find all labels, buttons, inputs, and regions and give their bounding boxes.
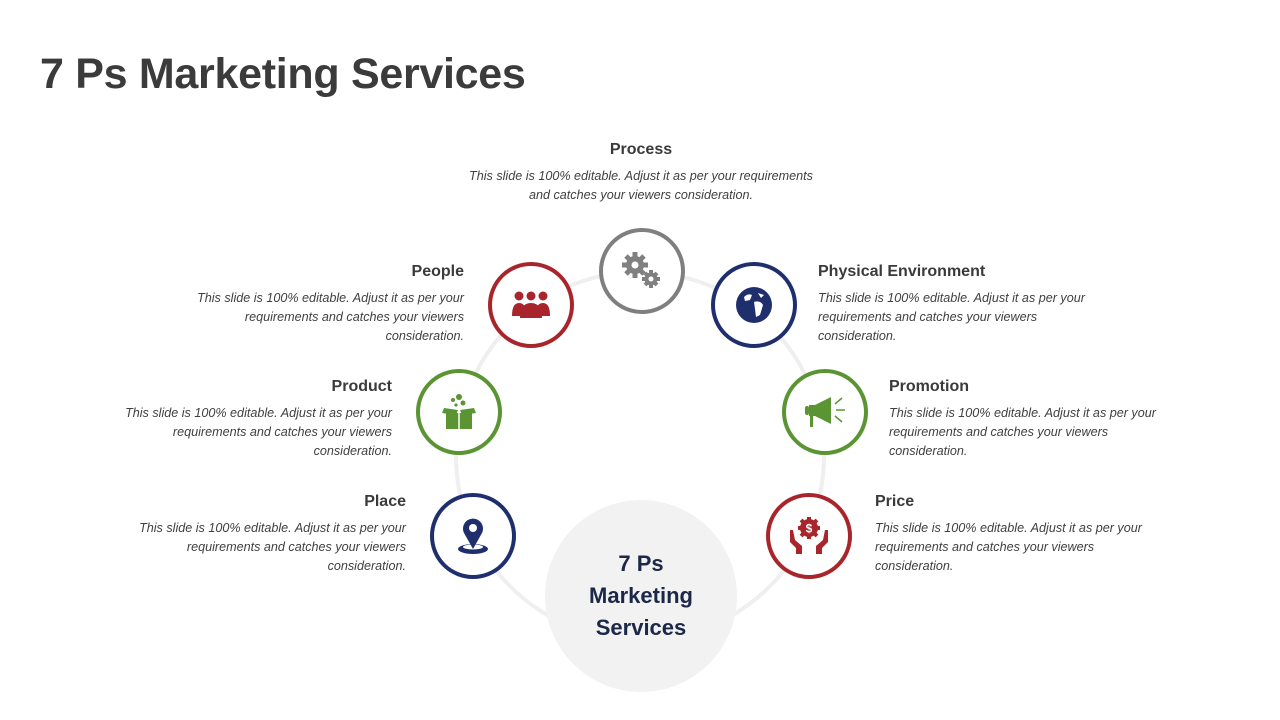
item-description: This slide is 100% editable. Adjust it a… (875, 521, 1142, 573)
item-price: Price This slide is 100% editable. Adjus… (875, 493, 1175, 576)
item-title: Place (364, 493, 406, 510)
node-place (430, 493, 516, 579)
item-description: This slide is 100% editable. Adjust it a… (469, 169, 813, 202)
node-promotion (782, 369, 868, 455)
node-people (488, 262, 574, 348)
node-price: $ (766, 493, 852, 579)
item-description: This slide is 100% editable. Adjust it a… (197, 291, 464, 343)
item-title: People (411, 263, 464, 280)
item-description: This slide is 100% editable. Adjust it a… (889, 406, 1156, 458)
page-title: 7 Ps Marketing Services (40, 50, 526, 98)
gears-icon (622, 252, 660, 288)
box-icon (442, 394, 476, 429)
center-label: 7 Ps Marketing Services (589, 551, 693, 640)
item-physical-environment: Physical Environment This slide is 100% … (818, 263, 1118, 346)
svg-text:$: $ (806, 522, 813, 536)
item-title: Product (331, 378, 392, 395)
item-description: This slide is 100% editable. Adjust it a… (125, 406, 392, 458)
item-product: Product This slide is 100% editable. Adj… (92, 378, 392, 461)
location-pin-icon (458, 518, 488, 554)
people-icon (512, 291, 550, 318)
item-title: Price (875, 493, 915, 510)
item-process: Process This slide is 100% editable. Adj… (441, 141, 841, 205)
node-product (416, 369, 502, 455)
center-hub: 7 Ps Marketing Services (545, 500, 737, 692)
item-title: Physical Environment (818, 263, 986, 280)
globe-icon (736, 287, 772, 323)
item-promotion: Promotion This slide is 100% editable. A… (889, 378, 1189, 461)
node-process (599, 228, 685, 314)
item-place: Place This slide is 100% editable. Adjus… (106, 493, 406, 576)
node-physical-environment (711, 262, 797, 348)
money-hands-icon: $ (790, 517, 828, 554)
item-people: People This slide is 100% editable. Adju… (164, 263, 464, 346)
megaphone-icon (805, 397, 845, 427)
item-description: This slide is 100% editable. Adjust it a… (818, 291, 1085, 343)
item-description: This slide is 100% editable. Adjust it a… (139, 521, 406, 573)
item-title: Promotion (889, 378, 969, 395)
item-title: Process (609, 141, 673, 158)
